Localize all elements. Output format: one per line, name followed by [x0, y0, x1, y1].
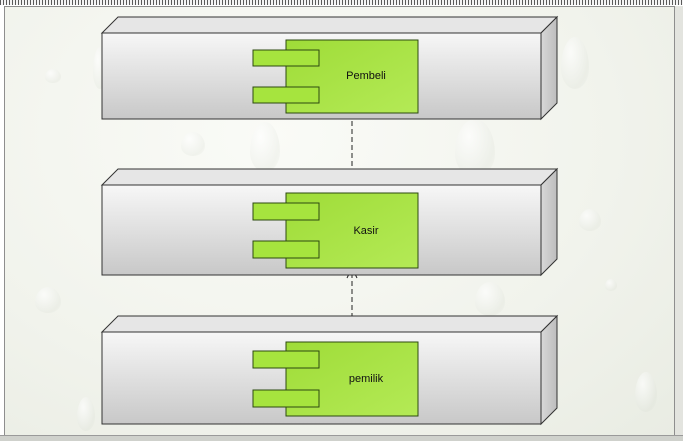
node-top-face: [100, 16, 559, 34]
background-drop: [455, 119, 495, 177]
component-kasir[interactable]: Kasir: [252, 192, 419, 269]
component-port: [252, 49, 320, 67]
component-label: Kasir: [353, 225, 378, 237]
node-side-face: [540, 15, 558, 121]
node-pembeli[interactable]: Pembeli: [100, 15, 559, 121]
node-pemilik[interactable]: pemilik: [100, 314, 559, 426]
scroll-strip[interactable]: [675, 6, 683, 435]
node-kasir[interactable]: Kasir: [100, 167, 559, 277]
status-bar: [0, 435, 683, 441]
component-port: [252, 350, 320, 369]
component-port: [252, 86, 320, 104]
component-pembeli[interactable]: Pembeli: [252, 39, 419, 114]
background-drop: [181, 132, 205, 156]
component-pemilik[interactable]: pemilik: [252, 341, 419, 417]
component-label: pemilik: [349, 373, 384, 385]
background-drop: [635, 372, 657, 412]
component-port: [252, 389, 320, 408]
node-top-face: [100, 168, 559, 186]
background-drop: [250, 122, 280, 172]
background-drop: [605, 279, 617, 291]
component-port: [252, 202, 320, 221]
background-drop: [475, 282, 505, 316]
node-side-face: [540, 167, 558, 277]
background-drop: [35, 287, 61, 313]
node-top-face: [100, 315, 559, 333]
top-ruler: [0, 0, 683, 5]
background-drop: [77, 397, 95, 431]
node-side-face: [540, 314, 558, 426]
background-drop: [579, 209, 601, 231]
background-drop: [561, 37, 589, 89]
background-drop: [45, 69, 61, 83]
component-port: [252, 240, 320, 259]
component-label: Pembeli: [346, 70, 386, 82]
